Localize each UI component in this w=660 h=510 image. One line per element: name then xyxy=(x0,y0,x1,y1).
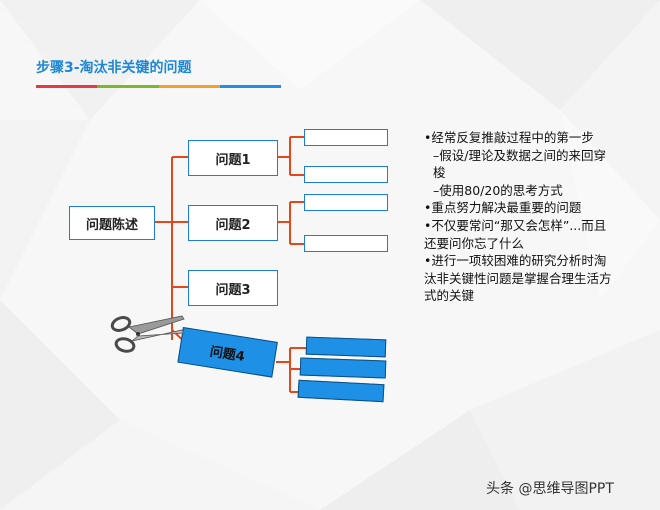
problem-2-label: 问题2 xyxy=(215,217,251,233)
underline-orange xyxy=(158,85,220,88)
underline-red xyxy=(36,85,98,88)
notes-list: •经常反复推敲过程中的第一步 –假设/理论及数据之间的来回穿梭 –使用80/20… xyxy=(424,129,614,305)
problem-3-label: 问题3 xyxy=(215,282,251,298)
problem-4-subitem-1 xyxy=(305,336,387,358)
problem-1-subitem-1 xyxy=(304,129,388,146)
problem-4-label: 问题4 xyxy=(208,344,246,365)
problem-1-subitem-2 xyxy=(304,166,388,183)
note-subitem: –假设/理论及数据之间的来回穿梭 xyxy=(433,147,606,181)
underline-green xyxy=(97,85,159,88)
problem-3-box: 问题3 xyxy=(188,270,278,306)
scissors-icon xyxy=(110,315,185,353)
problem-2-box: 问题2 xyxy=(188,205,278,241)
note-item: •进行一项较困难的研究分析时淘汰非关键性问题是掌握合理生活方式的关键 xyxy=(424,253,612,304)
underline-blue xyxy=(219,85,281,88)
problem-1-label: 问题1 xyxy=(215,152,251,168)
note-subitem: –使用80/20的思考方式 xyxy=(433,182,563,198)
root-problem-statement: 问题陈述 xyxy=(69,206,155,240)
note-item: •重点努力解决最重要的问题 xyxy=(424,200,582,216)
root-label: 问题陈述 xyxy=(85,217,138,233)
watermark: 头条 @思维导图PPT xyxy=(486,481,614,497)
title-underline xyxy=(36,85,281,88)
problem-2-subitem-2 xyxy=(304,235,388,252)
problem-1-box: 问题1 xyxy=(188,140,278,176)
problem-4-subitem-2 xyxy=(299,357,387,379)
note-item: •不仅要常问“那又会怎样”...而且还要问你忘了什么 xyxy=(424,217,607,251)
slide-title: 步骤3-淘汰非关键的问题 xyxy=(36,60,192,76)
problem-2-subitem-1 xyxy=(304,194,388,211)
note-item: •经常反复推敲过程中的第一步 xyxy=(424,130,594,145)
